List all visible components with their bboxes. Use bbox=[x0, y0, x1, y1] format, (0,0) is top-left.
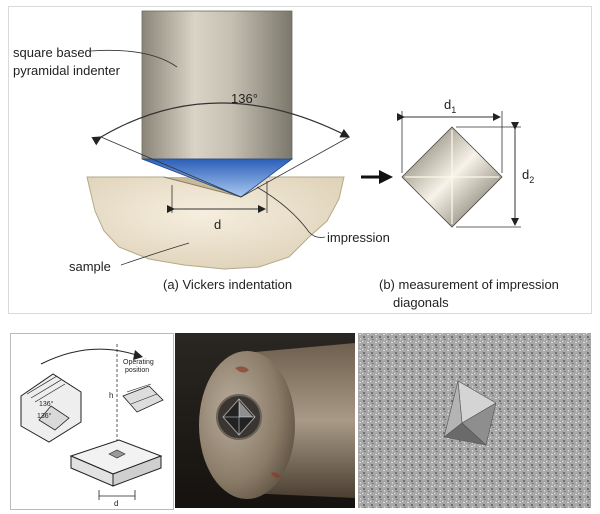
indenter-tip bbox=[141, 158, 294, 198]
vickers-diagram-panel: 136° square based pyramidal indenter d i… bbox=[8, 6, 592, 314]
caption-b-line1: (b) measurement of impression bbox=[379, 277, 559, 292]
schematic-pyramid-front bbox=[38, 405, 70, 431]
d2-label: d2 bbox=[522, 167, 534, 185]
schematic-specimen-indent bbox=[108, 449, 126, 459]
impression-label: impression bbox=[327, 230, 390, 245]
indenter-label-line2: pyramidal indenter bbox=[13, 63, 121, 78]
schematic-specimen-side bbox=[112, 455, 162, 487]
angle-label: 136° bbox=[231, 91, 258, 106]
d-label: d bbox=[214, 217, 221, 232]
schematic-thumbnail: 136° 136° Operating position h d bbox=[10, 333, 174, 510]
indenter-leader bbox=[90, 49, 178, 68]
schematic-operating-stripes bbox=[126, 383, 158, 405]
photo-diamond-highlight bbox=[239, 401, 253, 417]
schematic-arrow-head bbox=[133, 350, 143, 360]
schematic-angle-a: 136° bbox=[39, 400, 54, 408]
caption-b-line2: diagonals bbox=[393, 295, 449, 310]
indenter-label-line1: square based bbox=[13, 45, 92, 60]
schematic-rotation-arrow bbox=[40, 348, 140, 365]
schematic-operating-label-1: Operating bbox=[123, 359, 154, 366]
schematic-operating-label-2: position bbox=[125, 367, 149, 374]
schematic-angle-b: 136° bbox=[37, 412, 52, 420]
impression-leader bbox=[256, 186, 326, 238]
indenter-photo-drawing bbox=[175, 333, 355, 508]
vickers-diagram: 136° square based pyramidal indenter d i… bbox=[13, 10, 559, 310]
indenter-shaft bbox=[141, 10, 293, 160]
sample-leader bbox=[120, 242, 190, 266]
sample-label: sample bbox=[69, 259, 111, 274]
schematic-drawing: 136° 136° Operating position h d bbox=[20, 344, 164, 508]
angle-arc bbox=[91, 102, 351, 146]
d1-label: d1 bbox=[444, 97, 456, 115]
angle-line-right bbox=[240, 136, 350, 198]
schematic-h-label: h bbox=[109, 391, 113, 400]
schematic-d-label: d bbox=[114, 499, 118, 508]
indentation-micrograph bbox=[358, 333, 591, 508]
angle-line-left bbox=[100, 136, 242, 198]
indenter-photo bbox=[175, 333, 355, 508]
schematic-block-stripes bbox=[26, 375, 66, 403]
micrograph-indent-left bbox=[443, 380, 463, 438]
right-arrow-head bbox=[379, 170, 393, 184]
micrograph-drawing bbox=[358, 333, 591, 508]
caption-a: (a) Vickers indentation bbox=[163, 277, 292, 292]
schematic-operating-indenter bbox=[122, 385, 164, 413]
